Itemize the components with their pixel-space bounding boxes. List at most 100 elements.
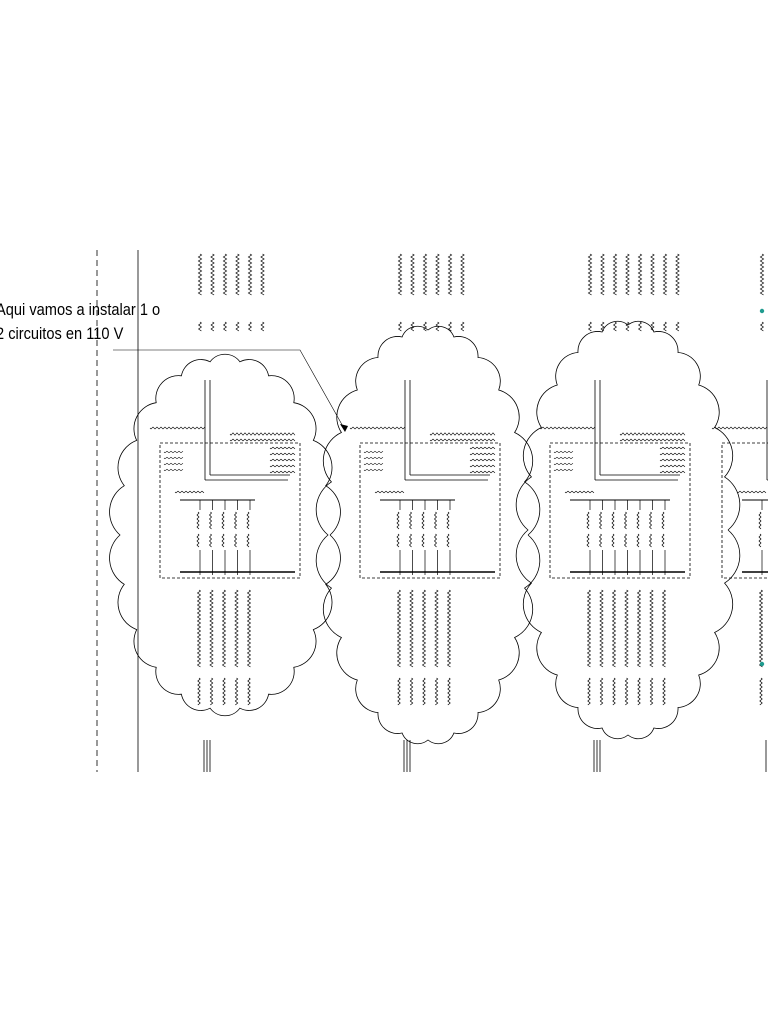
tiny-text-column — [587, 677, 591, 706]
panel-enclosure — [721, 442, 768, 579]
tiny-text-column — [636, 589, 642, 668]
panel-enclosure — [359, 442, 501, 579]
tiny-text-row — [539, 426, 596, 430]
panel-4 — [711, 253, 768, 772]
tiny-text-column — [246, 511, 250, 530]
note-leader-arrow — [340, 424, 348, 432]
tiny-text-column — [209, 533, 212, 548]
tiny-text-column — [611, 589, 617, 668]
tiny-text-column — [636, 511, 640, 530]
tiny-text-column — [197, 677, 201, 706]
tiny-text-column — [247, 677, 251, 706]
tiny-text-column — [758, 533, 762, 548]
tiny-text-column — [446, 511, 450, 530]
tiny-text-row — [349, 426, 406, 430]
tiny-text-row — [659, 470, 686, 474]
tiny-text-column — [650, 253, 655, 296]
tiny-text-row — [229, 432, 296, 436]
tiny-text-column — [624, 589, 629, 668]
tiny-text-column — [196, 511, 200, 530]
tiny-text-column — [675, 253, 680, 296]
tiny-text-column — [435, 253, 440, 296]
tiny-text-column — [197, 253, 203, 296]
tiny-text-row — [229, 438, 296, 442]
tiny-text-row — [363, 468, 384, 472]
panel-enclosure — [549, 442, 691, 579]
tiny-text-column — [662, 253, 668, 296]
tiny-text-row — [163, 450, 184, 454]
revision-cloud — [315, 325, 541, 745]
tiny-text-column — [587, 253, 593, 296]
tiny-text-column — [612, 677, 616, 706]
tiny-text-row — [469, 458, 496, 462]
tiny-text-column — [246, 533, 250, 548]
tiny-text-row — [163, 468, 184, 472]
tiny-text-row — [469, 452, 496, 456]
tiny-text-row — [469, 446, 496, 450]
tiny-text-row — [174, 490, 205, 494]
tiny-text-column — [197, 321, 203, 332]
tiny-text-column — [649, 589, 654, 668]
panel-1 — [109, 253, 341, 772]
tiny-text-column — [434, 589, 439, 668]
tiny-text-column — [611, 511, 615, 530]
tiny-text-column — [409, 533, 412, 548]
tiny-text-row — [269, 470, 296, 474]
tiny-text-row — [363, 456, 384, 460]
tiny-text-column — [210, 321, 215, 332]
tiny-text-column — [600, 321, 605, 332]
tiny-text-column — [624, 677, 629, 706]
connection-marker — [759, 308, 765, 314]
tiny-text-column — [421, 589, 427, 668]
tiny-text-column — [234, 677, 239, 706]
tiny-text-column — [409, 511, 412, 530]
tiny-text-row — [163, 462, 184, 466]
note-leader-line — [113, 349, 346, 431]
tiny-text-column — [222, 321, 228, 332]
tiny-text-column — [625, 253, 630, 296]
tiny-text-row — [374, 490, 405, 494]
panel-enclosure — [159, 442, 301, 579]
tiny-text-column — [196, 533, 200, 548]
tiny-text-column — [260, 253, 265, 296]
tiny-text-row — [659, 458, 686, 462]
note-line-2: 2 circuitos en 110 V — [0, 324, 124, 343]
tiny-text-column — [434, 533, 437, 548]
tiny-text-column — [649, 511, 652, 530]
tiny-text-column — [221, 533, 225, 548]
tiny-text-row — [619, 432, 686, 436]
tiny-text-row — [269, 458, 296, 462]
tiny-text-column — [612, 253, 618, 296]
tiny-text-column — [196, 589, 202, 668]
tiny-text-row — [469, 470, 496, 474]
tiny-text-column — [637, 677, 641, 706]
tiny-text-row — [553, 468, 574, 472]
tiny-text-row — [429, 438, 496, 442]
tiny-text-column — [662, 677, 666, 706]
tiny-text-column — [661, 589, 667, 668]
tiny-text-row — [659, 452, 686, 456]
tiny-text-column — [460, 321, 465, 332]
revision-cloud — [109, 353, 341, 717]
tiny-text-column — [260, 321, 265, 332]
tiny-text-column — [209, 589, 214, 668]
tiny-text-column — [396, 533, 400, 548]
tiny-text-column — [624, 533, 627, 548]
tiny-text-row — [163, 456, 184, 460]
tiny-text-column — [421, 511, 425, 530]
tiny-text-column — [446, 589, 452, 668]
tiny-text-column — [397, 321, 403, 332]
tiny-text-column — [637, 321, 643, 332]
tiny-text-column — [221, 589, 227, 668]
tiny-text-column — [410, 253, 415, 296]
revision-cloud — [515, 320, 741, 740]
tiny-text-row — [469, 464, 496, 468]
annotation-note: Aqui vamos a instalar 1 o 2 circuitos en… — [0, 298, 160, 346]
tiny-text-column — [661, 511, 665, 530]
tiny-text-column — [600, 253, 605, 296]
tiny-text-column — [222, 253, 228, 296]
tiny-text-row — [429, 432, 496, 436]
tiny-text-column — [447, 253, 453, 296]
tiny-text-column — [759, 253, 765, 296]
